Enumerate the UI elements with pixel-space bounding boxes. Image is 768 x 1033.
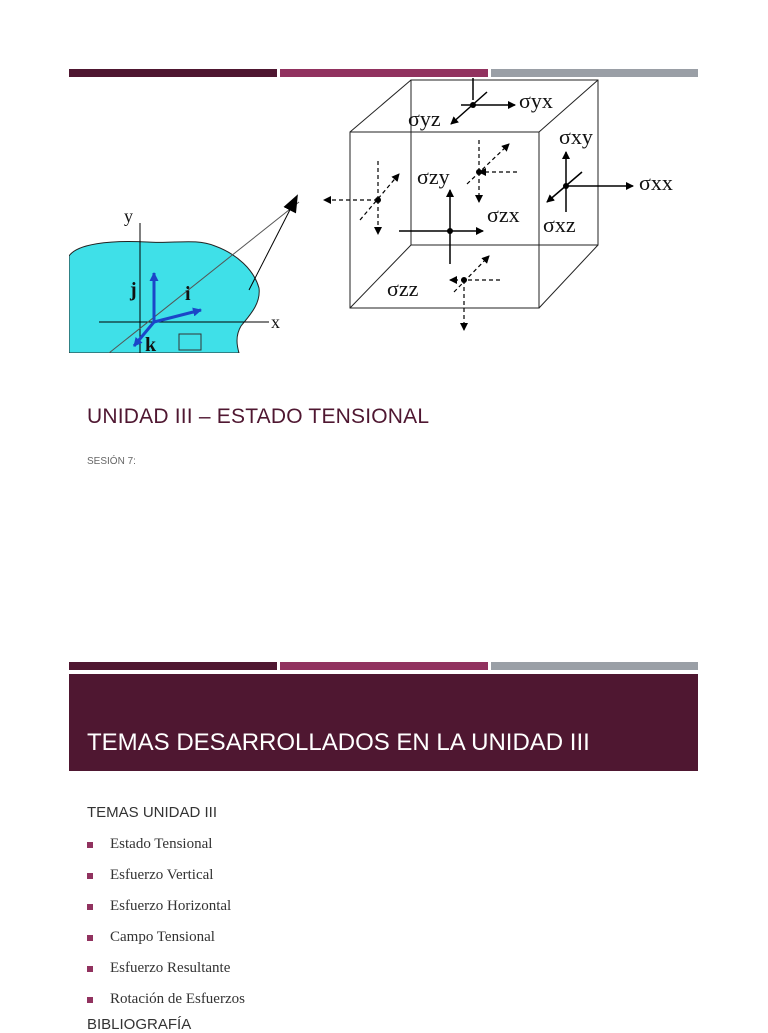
accent-bar-slide2 xyxy=(69,662,698,670)
label-sigma-xz: σxz xyxy=(543,212,576,237)
accent-segment-mid xyxy=(280,662,488,670)
axis-diagonal xyxy=(108,201,300,353)
slide-title: UNIDAD III – ESTADO TENSIONAL xyxy=(87,405,430,428)
label-sigma-yz: σyz xyxy=(408,106,441,131)
accent-segment-dark xyxy=(69,69,277,77)
unit-vector-k xyxy=(132,321,156,347)
list-item: Esfuerzo Vertical xyxy=(87,865,245,896)
slide-subtitle: SESIÓN 7: xyxy=(87,456,136,467)
accent-bar-top xyxy=(69,69,698,77)
normal-arrow xyxy=(248,194,298,291)
label-sigma-yx: σyx xyxy=(519,88,553,113)
area-element xyxy=(178,333,202,351)
cut-off-heading: BIBLIOGRAFÍA xyxy=(87,1016,192,1033)
list-item: Estado Tensional xyxy=(87,834,245,865)
label-sigma-xy: σxy xyxy=(559,124,593,149)
stress-state-figure: y x j i k σyx σyz σxy σxx σxz σzy σzx xyxy=(69,78,673,353)
section-heading: TEMAS UNIDAD III xyxy=(87,804,218,821)
accent-segment-mid xyxy=(280,69,488,77)
label-axis-y: y xyxy=(124,206,133,226)
slide2-title: TEMAS DESARROLLADOS EN LA UNIDAD III xyxy=(87,729,590,756)
accent-segment-dark xyxy=(69,662,277,670)
label-sigma-zy: σzy xyxy=(417,164,450,189)
label-vec-i: i xyxy=(185,283,191,305)
list-item: Campo Tensional xyxy=(87,927,245,958)
list-item: Esfuerzo Resultante xyxy=(87,958,245,989)
label-sigma-xx: σxx xyxy=(639,170,673,195)
accent-segment-gray xyxy=(491,662,698,670)
accent-segment-gray xyxy=(491,69,698,77)
label-sigma-zz: σzz xyxy=(387,276,419,301)
body-blob xyxy=(69,241,260,353)
unit-vector-i xyxy=(153,307,202,324)
label-sigma-zx: σzx xyxy=(487,202,520,227)
list-item: Esfuerzo Horizontal xyxy=(87,896,245,927)
topics-list: Estado Tensional Esfuerzo Vertical Esfue… xyxy=(87,834,245,1020)
label-vec-k: k xyxy=(145,334,157,353)
title-band: TEMAS DESARROLLADOS EN LA UNIDAD III xyxy=(69,674,698,771)
label-axis-x: x xyxy=(271,312,280,332)
stress-cube xyxy=(349,79,599,309)
label-vec-j: j xyxy=(129,279,137,301)
list-item: Rotación de Esfuerzos xyxy=(87,989,245,1020)
